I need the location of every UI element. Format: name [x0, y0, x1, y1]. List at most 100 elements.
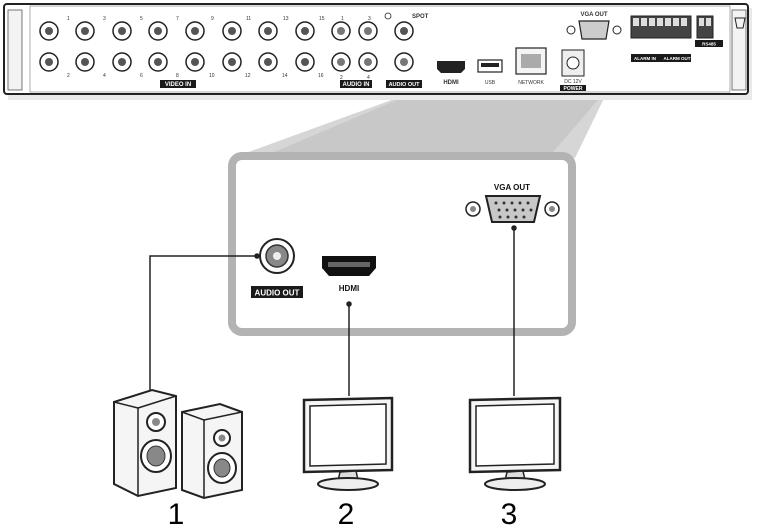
panel-right-ear	[731, 9, 747, 91]
dc-power-socket	[566, 56, 580, 70]
video-in-label: VIDEO IN	[165, 82, 191, 88]
vga-pin	[505, 208, 509, 212]
zoom-audio-out-label-block	[251, 286, 303, 298]
video-number: 4	[103, 73, 106, 79]
vga-pin	[522, 215, 526, 219]
zoom-funnel-inner-shape	[260, 86, 610, 158]
monitor-icon	[468, 396, 562, 491]
rs485-label-block	[695, 40, 723, 47]
hdmi-port	[437, 61, 465, 73]
rca-pin	[337, 58, 345, 66]
video-in-bottom-row	[39, 52, 315, 72]
power-label: POWER	[564, 86, 583, 92]
video-number: 9	[211, 16, 214, 22]
bnc-pin	[118, 58, 126, 66]
recorder-rear-panel: 1 3 5 7 9 11 13 15 2 4 6 8 10 12 14 16 V…	[3, 3, 752, 100]
device-number-3: 3	[501, 498, 518, 528]
vga-pin	[497, 208, 501, 212]
ground-icon	[734, 17, 746, 29]
bnc-pin	[301, 27, 309, 35]
vga-port	[578, 20, 610, 40]
terminal-pin	[633, 18, 639, 26]
video-number: 13	[283, 16, 289, 22]
bnc-pin	[45, 27, 53, 35]
bnc-pin	[118, 27, 126, 35]
video-number: 12	[245, 73, 251, 79]
rca-pin	[337, 27, 345, 35]
video-number: 10	[209, 73, 215, 79]
audio-in-group	[331, 21, 378, 72]
speaker-left-tweeter-center	[152, 418, 160, 426]
audio-number: 1	[341, 16, 344, 22]
connection-lines	[149, 225, 517, 398]
zoom-inset: AUDIO OUT HDMI VGA OUT	[228, 152, 576, 336]
bnc-pin	[191, 58, 199, 66]
vga-pin	[513, 208, 517, 212]
speaker-right-top	[203, 411, 243, 421]
vga-pin	[514, 215, 518, 219]
vga-pin	[529, 208, 533, 212]
bnc-pin	[45, 58, 53, 66]
video-number: 3	[103, 16, 106, 22]
audio-number: 4	[367, 75, 370, 81]
panel-inner-frame	[29, 5, 731, 93]
vga-pin	[494, 201, 498, 205]
speaker-left-top	[137, 395, 177, 409]
usb-port-tongue	[481, 63, 499, 67]
zoom-vga-port	[484, 195, 542, 223]
video-number: 16	[318, 73, 324, 79]
monitor-2-base	[317, 477, 379, 491]
bnc-pin	[264, 27, 272, 35]
speaker-left-woofer-cone	[146, 445, 166, 467]
hdmi-cable-dot	[346, 301, 352, 307]
audio-cable-dot	[254, 253, 260, 259]
audio-in-label: AUDIO IN	[343, 82, 370, 88]
panel-left-ear	[7, 9, 23, 91]
vga-screw-right	[612, 25, 622, 35]
audio-out-pin	[400, 58, 408, 66]
zoom-audio-out-pin	[273, 252, 281, 260]
video-number: 6	[140, 73, 143, 79]
zoom-audio-out-label: AUDIO OUT	[255, 289, 300, 298]
audio-cable	[149, 255, 257, 398]
spot-label: SPOT	[412, 14, 429, 20]
bnc-pin	[154, 27, 162, 35]
vga-pin	[498, 215, 502, 219]
audio-number: 3	[368, 16, 371, 22]
bnc-pin	[191, 27, 199, 35]
video-number: 1	[67, 16, 70, 22]
zoom-vga-screw-right-center	[549, 206, 555, 212]
hdmi-port-label: HDMI	[443, 80, 459, 86]
terminal-pin	[673, 18, 679, 26]
terminal-pin	[657, 18, 663, 26]
terminal-pin	[681, 18, 687, 26]
device-number-2: 2	[338, 498, 355, 528]
vga-out-label: VGA OUT	[580, 12, 607, 18]
speaker-icon	[113, 388, 243, 500]
monitor-icon	[302, 396, 394, 491]
video-in-top-row	[39, 21, 315, 41]
bnc-pin	[228, 58, 236, 66]
zoom-projection	[232, 86, 610, 158]
power-label-block	[560, 85, 586, 91]
vga-pin	[518, 201, 522, 205]
spot-pin	[400, 27, 408, 35]
speaker-right-tweeter-center	[218, 434, 226, 442]
terminal-pin	[641, 18, 647, 26]
network-port-label: NETWORK	[518, 80, 544, 86]
ground-screw	[384, 12, 392, 20]
vga-pin	[521, 208, 525, 212]
video-number: 5	[140, 16, 143, 22]
terminal-pin	[699, 18, 704, 26]
video-number: 14	[282, 73, 288, 79]
vga-cable-dot	[511, 225, 517, 231]
vga-pin	[506, 215, 510, 219]
audio-out-label-block	[386, 80, 422, 88]
audio-out-label: AUDIO OUT	[389, 82, 421, 88]
video-number: 11	[246, 16, 251, 22]
vga-pin	[502, 201, 506, 205]
rca-pin	[364, 27, 372, 35]
monitor-2-screen	[309, 403, 387, 467]
